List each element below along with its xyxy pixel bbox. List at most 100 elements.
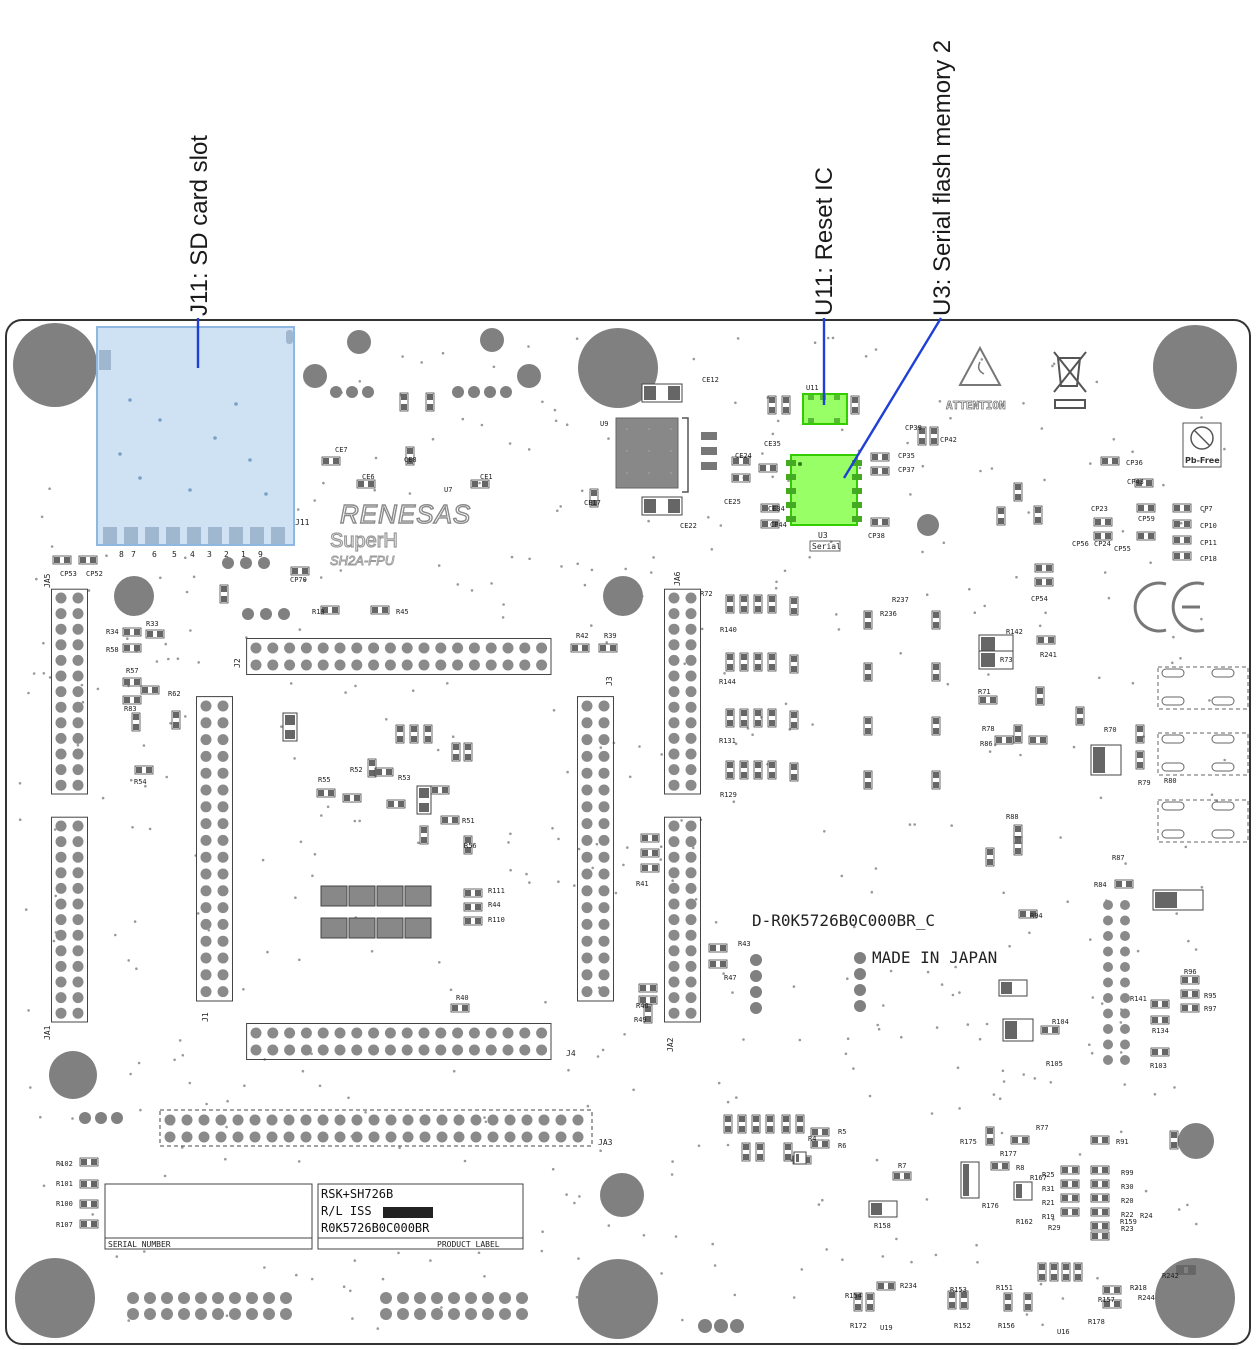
logo-superh: SuperH <box>330 530 398 552</box>
component-ref-label: R52 <box>350 766 363 774</box>
sd-pin-number: 7 <box>131 550 136 559</box>
component-ref-label: CP70 <box>290 576 307 584</box>
component-ref-label: CE7 <box>335 446 348 454</box>
ja6-label: JA6 <box>673 571 682 586</box>
u7-label: U7 <box>444 486 452 494</box>
component-ref-label: CE24 <box>735 452 752 460</box>
component-ref-label: R95 <box>1204 992 1217 1000</box>
component-ref-label: CP52 <box>86 570 103 578</box>
leader-lines <box>196 317 943 479</box>
component-ref-label: R42 <box>576 632 589 640</box>
bottom-pad-rows <box>127 1292 528 1320</box>
serial-number-label: SERIAL NUMBER <box>108 1240 171 1249</box>
component-ref-label: R55 <box>318 776 331 784</box>
component-ref-label: CP37 <box>898 466 915 474</box>
serial-label: Serial <box>812 542 841 551</box>
component-ref-label: CE35 <box>764 440 781 448</box>
sd-pin-number: 6 <box>152 550 157 559</box>
component-ref-label: CP36 <box>1126 459 1143 467</box>
rl-iss-label: R/L ISS <box>321 1204 372 1218</box>
component-ref-label: R86 <box>980 740 993 748</box>
esd-warning-icon <box>958 345 1002 386</box>
component-ref-label: CP10 <box>1200 522 1217 530</box>
component-ref-label: R7 <box>898 1162 906 1170</box>
ja3-label: JA3 <box>598 1138 613 1147</box>
ja5-label: JA5 <box>43 573 52 588</box>
component-ref-label: CE17 <box>584 499 601 507</box>
component-ref-label: R30 <box>1121 1183 1134 1191</box>
component-ref-label: R78 <box>982 725 995 733</box>
component-ref-label: R6 <box>838 1142 846 1150</box>
ja2-label: JA2 <box>666 1037 675 1052</box>
logo-renesas: RENESAS <box>340 499 471 529</box>
component-ref-label: R31 <box>1042 1185 1055 1193</box>
serial-number-box <box>104 1183 313 1250</box>
component-ref-label: CP24 <box>1094 540 1111 548</box>
component-ref-label: CE6 <box>362 473 375 481</box>
component-ref-label: R84 <box>1094 881 1107 889</box>
component-ref-label: R79 <box>1138 779 1151 787</box>
component-ref-label: CP42 <box>940 436 957 444</box>
component-ref-label: R104 <box>1052 1018 1069 1026</box>
u9-label: U9 <box>600 420 608 428</box>
component-ref-label: CE1 <box>480 473 493 481</box>
u19-label: U19 <box>880 1324 893 1332</box>
component-ref-label: CP7 <box>1200 505 1213 513</box>
component-ref-label: R22 <box>1121 1211 1134 1219</box>
component-ref-label: R101 <box>56 1180 73 1188</box>
component-ref-label: CE34 <box>768 505 785 513</box>
pin-headers <box>51 588 1130 1147</box>
sd-pin-number: 1 <box>241 550 246 559</box>
component-ref-label: R152 <box>954 1322 971 1330</box>
component-ref-label: R4 <box>808 1135 816 1143</box>
component-ref-label: R241 <box>1040 651 1057 659</box>
component-ref-label: CP55 <box>1114 545 1131 553</box>
component-ref-label: R96 <box>1184 968 1197 976</box>
small-holes <box>79 386 866 1333</box>
sd-card-slot <box>96 326 295 546</box>
component-ref-label: R167 <box>1030 1174 1047 1182</box>
component-ref-label: R99 <box>1121 1169 1134 1177</box>
component-ref-label: CP23 <box>1091 505 1108 513</box>
component-ref-label: R142 <box>1006 628 1023 636</box>
component-ref-label: R175 <box>960 1138 977 1146</box>
component-ref-label: R234 <box>900 1282 917 1290</box>
component-ref-label: R100 <box>56 1200 73 1208</box>
component-ref-label: R49 <box>634 1016 647 1024</box>
smd-components: CE7CE6CE8CE1CE17CE12CE22CE24CE35CE25CE34… <box>52 376 1249 1330</box>
component-ref-label: R218 <box>1130 1284 1147 1292</box>
component-ref-label: R154 <box>845 1292 862 1300</box>
component-ref-label: R73 <box>1000 656 1013 664</box>
u11-label: U11 <box>806 384 819 392</box>
component-ref-label: R41 <box>636 880 649 888</box>
component-ref-label: R40 <box>456 994 469 1002</box>
j11-label: J11 <box>295 518 310 527</box>
component-ref-label: CP18 <box>1200 555 1217 563</box>
component-ref-label: R20 <box>1121 1197 1134 1205</box>
component-ref-label: R33 <box>146 620 159 628</box>
component-ref-label: R159 <box>1120 1218 1137 1226</box>
component-ref-label: R177 <box>1000 1150 1017 1158</box>
component-ref-label: R242 <box>1162 1272 1179 1280</box>
component-ref-label: R102 <box>56 1160 73 1168</box>
component-ref-label: R134 <box>1152 1027 1169 1035</box>
component-ref-label: R53 <box>398 774 411 782</box>
component-ref-label: R144 <box>719 678 736 686</box>
component-ref-label: R110 <box>488 916 505 924</box>
component-ref-label: R156 <box>998 1322 1015 1330</box>
sd-pin-number: 2 <box>224 550 229 559</box>
component-ref-label: R77 <box>1036 1124 1049 1132</box>
component-ref-label: R141 <box>1130 995 1147 1003</box>
component-ref-label: R23 <box>1121 1225 1134 1233</box>
component-ref-label: R153 <box>950 1286 967 1294</box>
component-ref-label: R21 <box>1042 1199 1055 1207</box>
component-ref-label: R107 <box>56 1221 73 1229</box>
component-ref-label: CE12 <box>702 376 719 384</box>
component-ref-label: R47 <box>724 974 737 982</box>
made-in-japan: MADE IN JAPAN <box>872 948 997 967</box>
board-outline <box>5 319 1251 1345</box>
mounting-holes <box>13 323 1237 1339</box>
pb-free-label: Pb-Free <box>1185 456 1220 465</box>
